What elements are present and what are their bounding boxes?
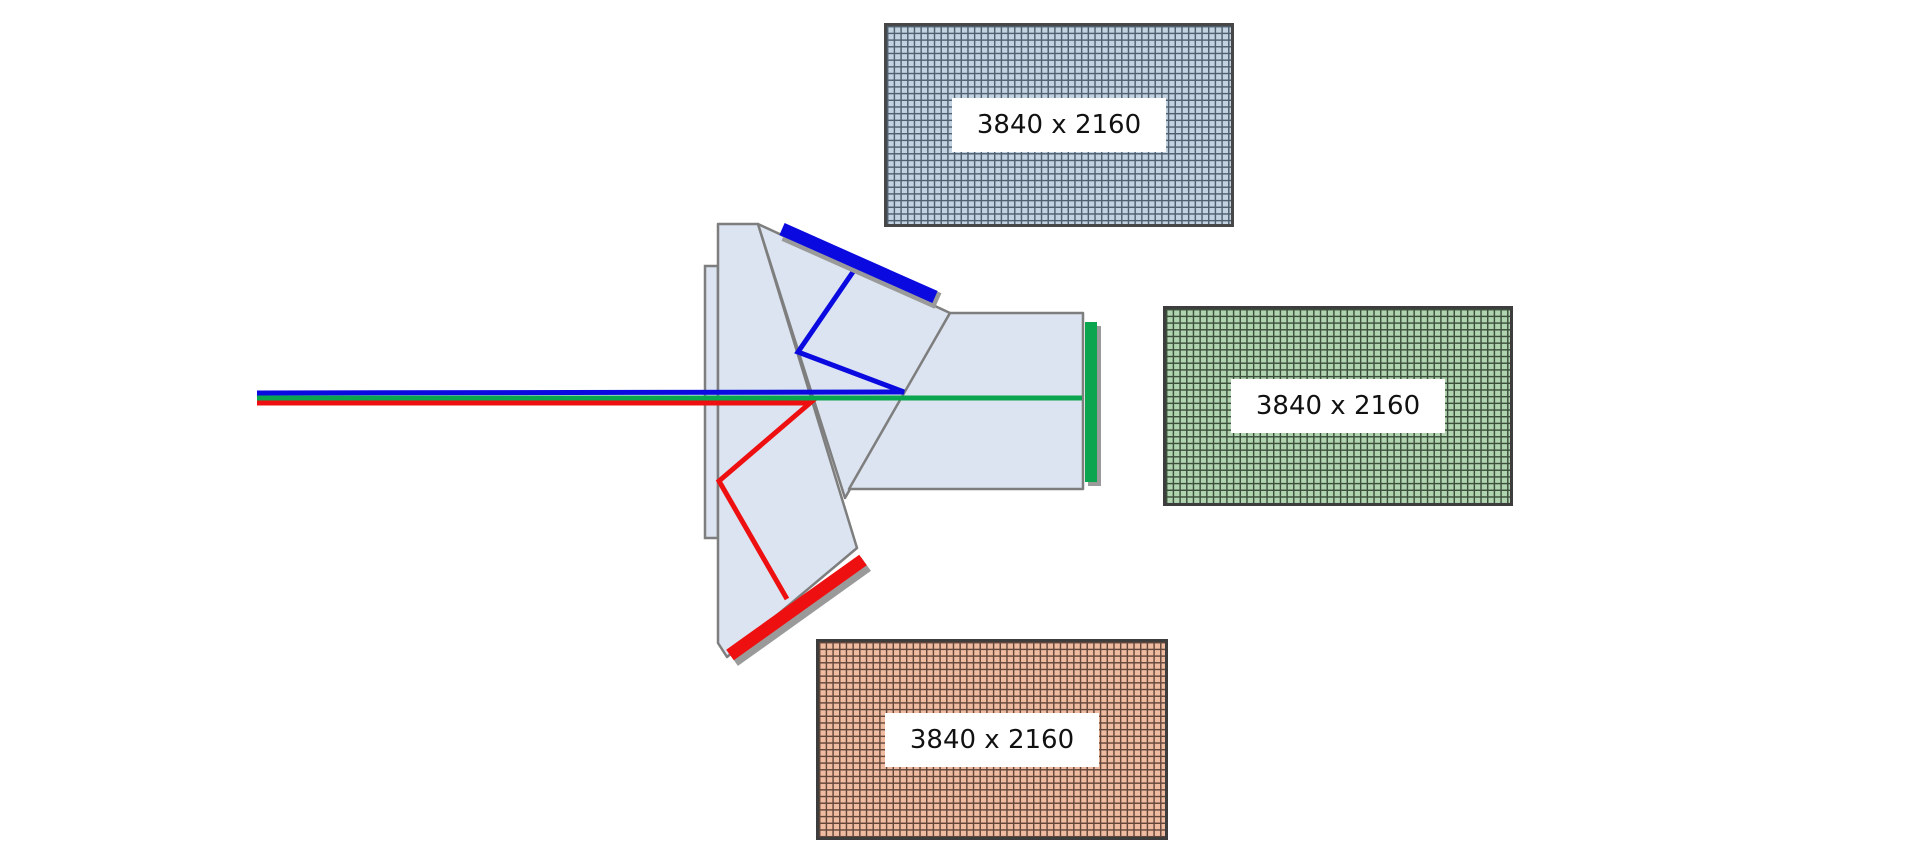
sensor-panel-red-channel: 3840 x 2160 — [816, 639, 1168, 840]
green-sensor-bar — [1085, 322, 1097, 482]
sensor-resolution-label: 3840 x 2160 — [1230, 379, 1446, 433]
red-channel-prism — [716, 222, 859, 659]
red-ray — [257, 400, 817, 601]
blue-sensor-bar — [779, 223, 938, 303]
red-sensor-bar — [726, 554, 867, 661]
sensor-panel-blue-channel: 3840 x 2160 — [884, 23, 1234, 227]
sensor-panel-green-channel: 3840 x 2160 — [1163, 306, 1513, 506]
sensor-resolution-label: 3840 x 2160 — [951, 98, 1167, 152]
green-channel-glass-block — [847, 311, 1085, 491]
sensor-resolution-label: 3840 x 2160 — [884, 712, 1100, 767]
blue-ray — [256, 267, 905, 396]
